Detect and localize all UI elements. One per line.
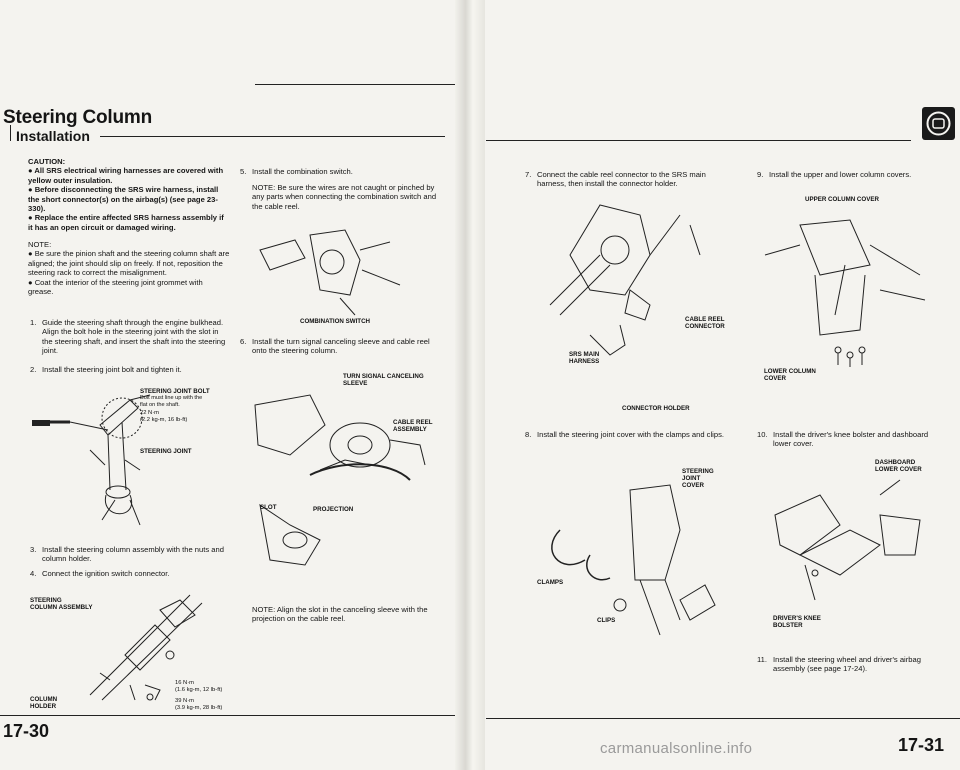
step-6-note: NOTE: Align the slot in the canceling sl… <box>252 605 428 624</box>
label-cable-reel-connector: CABLE REEL CONNECTOR <box>685 316 725 331</box>
joint-cover-figure <box>551 484 716 636</box>
combination-switch-figure <box>259 229 401 316</box>
note-block: NOTE: ● Be sure the pinion shaft and the… <box>28 240 230 296</box>
knee-bolster-figure <box>774 479 921 601</box>
section-rule <box>100 136 445 137</box>
label-steering-joint: STEERING JOINT <box>140 448 192 455</box>
label-steering-joint-cover: STEERING JOINT COVER <box>682 468 714 490</box>
label-lower-column-cover: LOWER COLUMN COVER <box>764 368 816 383</box>
step-6: 6. Install the turn signal canceling sle… <box>240 337 430 356</box>
label-torque-1: 22 N·m (2.2 kg-m, 16 lb-ft) <box>140 410 188 424</box>
label-cable-reel-assembly: CABLE REEL ASSEMBLY <box>393 419 433 434</box>
column-assembly-figure <box>89 594 203 701</box>
caution-heading: CAUTION: <box>28 157 66 166</box>
page-spine <box>455 0 485 770</box>
step-4: 4. Connect the ignition switch connector… <box>30 569 170 578</box>
page-number-right: 17-31 <box>898 735 945 755</box>
label-column-assembly: STEERING COLUMN ASSEMBLY <box>30 597 93 612</box>
right-bottom-rule <box>486 718 960 719</box>
caution-item: ● All SRS electrical wiring harnesses ar… <box>28 166 224 185</box>
note-heading: NOTE: <box>28 240 52 249</box>
caution-block: CAUTION: ● All SRS electrical wiring har… <box>28 157 228 232</box>
caution-item: ● Replace the entire affected SRS harnes… <box>28 213 224 232</box>
label-joint-bolt-note: Bolt must line up with the flat on the s… <box>140 395 203 409</box>
step-5: 5. Install the combination switch. <box>240 167 353 176</box>
page-number-left: 17-30 <box>3 721 50 741</box>
label-knee-bolster: DRIVER'S KNEE BOLSTER <box>773 615 821 630</box>
step-11: 11. Install the steering wheel and drive… <box>757 655 921 674</box>
label-slot: SLOT <box>260 504 277 511</box>
cable-reel-connector-figure <box>549 204 701 356</box>
cable-reel-figure <box>254 394 426 566</box>
label-clamps: CLAMPS <box>537 579 564 586</box>
steering-joint-figure <box>32 394 151 526</box>
bottom-rule <box>0 715 455 716</box>
caution-item: ● Before disconnecting the SRS wire harn… <box>28 185 219 214</box>
section-bracket <box>10 125 11 141</box>
step-5-note: NOTE: Be sure the wires are not caught o… <box>252 183 437 211</box>
label-dashboard-lower-cover: DASHBOARD LOWER COVER <box>875 459 922 474</box>
label-clips: CLIPS <box>597 617 616 624</box>
label-projection: PROJECTION <box>313 506 354 513</box>
label-torque-2: 16 N·m (1.6 kg-m, 12 lb-ft) <box>175 680 223 694</box>
label-upper-column-cover: UPPER COLUMN COVER <box>805 196 879 203</box>
note-item: ● Be sure the pinion shaft and the steer… <box>28 249 230 278</box>
step-10: 10. Install the driver's knee bolster an… <box>757 430 929 449</box>
step-1: 1. Guide the steering shaft through the … <box>30 318 226 356</box>
step-7: 7. Connect the cable reel connector to t… <box>525 170 706 189</box>
section-title: Installation <box>16 128 90 144</box>
step-2: 2. Install the steering joint bolt and t… <box>30 365 182 374</box>
label-torque-3: 39 N·m (3.9 kg-m, 28 lb-ft) <box>175 698 223 712</box>
top-rule <box>255 84 455 85</box>
steering-section-icon <box>922 107 955 140</box>
page-title: Steering Column <box>3 107 153 128</box>
label-turn-signal-sleeve: TURN SIGNAL CANCELING SLEEVE <box>343 373 424 388</box>
label-connector-holder: CONNECTOR HOLDER <box>622 405 690 412</box>
watermark: carmanualsonline.info <box>600 740 753 757</box>
label-column-holder: COLUMN HOLDER <box>30 696 58 711</box>
step-8: 8. Install the steering joint cover with… <box>525 430 724 439</box>
step-9: 9. Install the upper and lower column co… <box>757 170 912 179</box>
step-3: 3. Install the steering column assembly … <box>30 545 224 564</box>
note-item: ● Coat the interior of the steering join… <box>28 277 203 297</box>
label-srs-main-harness: SRS MAIN HARNESS <box>569 351 600 366</box>
label-combination-switch: COMBINATION SWITCH <box>300 318 371 325</box>
label-joint-bolt: STEERING JOINT BOLT <box>140 388 210 395</box>
right-top-rule <box>486 140 911 141</box>
column-covers-figure <box>764 219 926 367</box>
